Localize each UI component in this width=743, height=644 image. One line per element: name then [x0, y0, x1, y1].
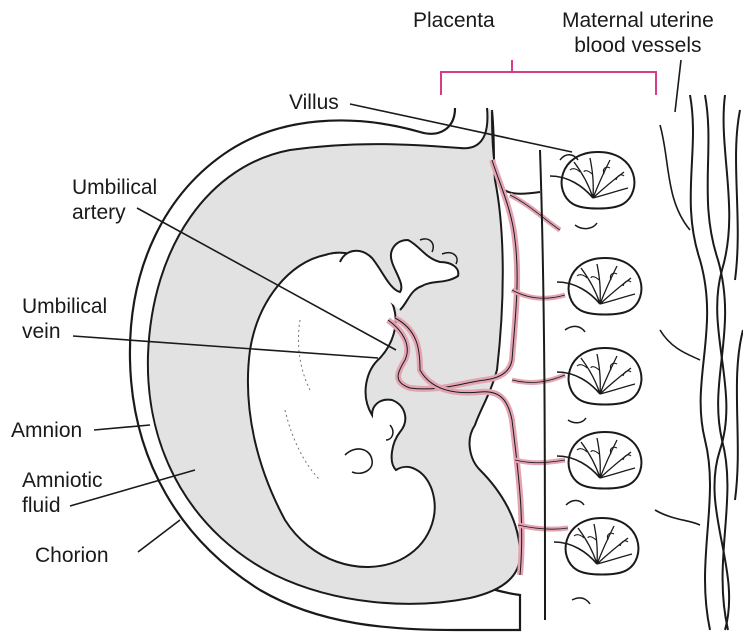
label-umbilical-vein: Umbilical vein [22, 294, 107, 344]
label-placenta: Placenta [413, 8, 495, 33]
placenta-villi [540, 150, 641, 620]
label-amnion: Amnion [11, 418, 82, 443]
maternal-blood-vessels [655, 95, 743, 630]
label-chorion: Chorion [35, 543, 109, 568]
label-villus: Villus [289, 90, 339, 115]
placenta-bracket [441, 60, 656, 95]
label-maternal-uterine-blood-vessels: Maternal uterine blood vessels [562, 8, 714, 58]
label-umbilical-artery: Umbilical artery [72, 175, 157, 225]
label-amniotic-fluid: Amniotic fluid [22, 468, 103, 518]
